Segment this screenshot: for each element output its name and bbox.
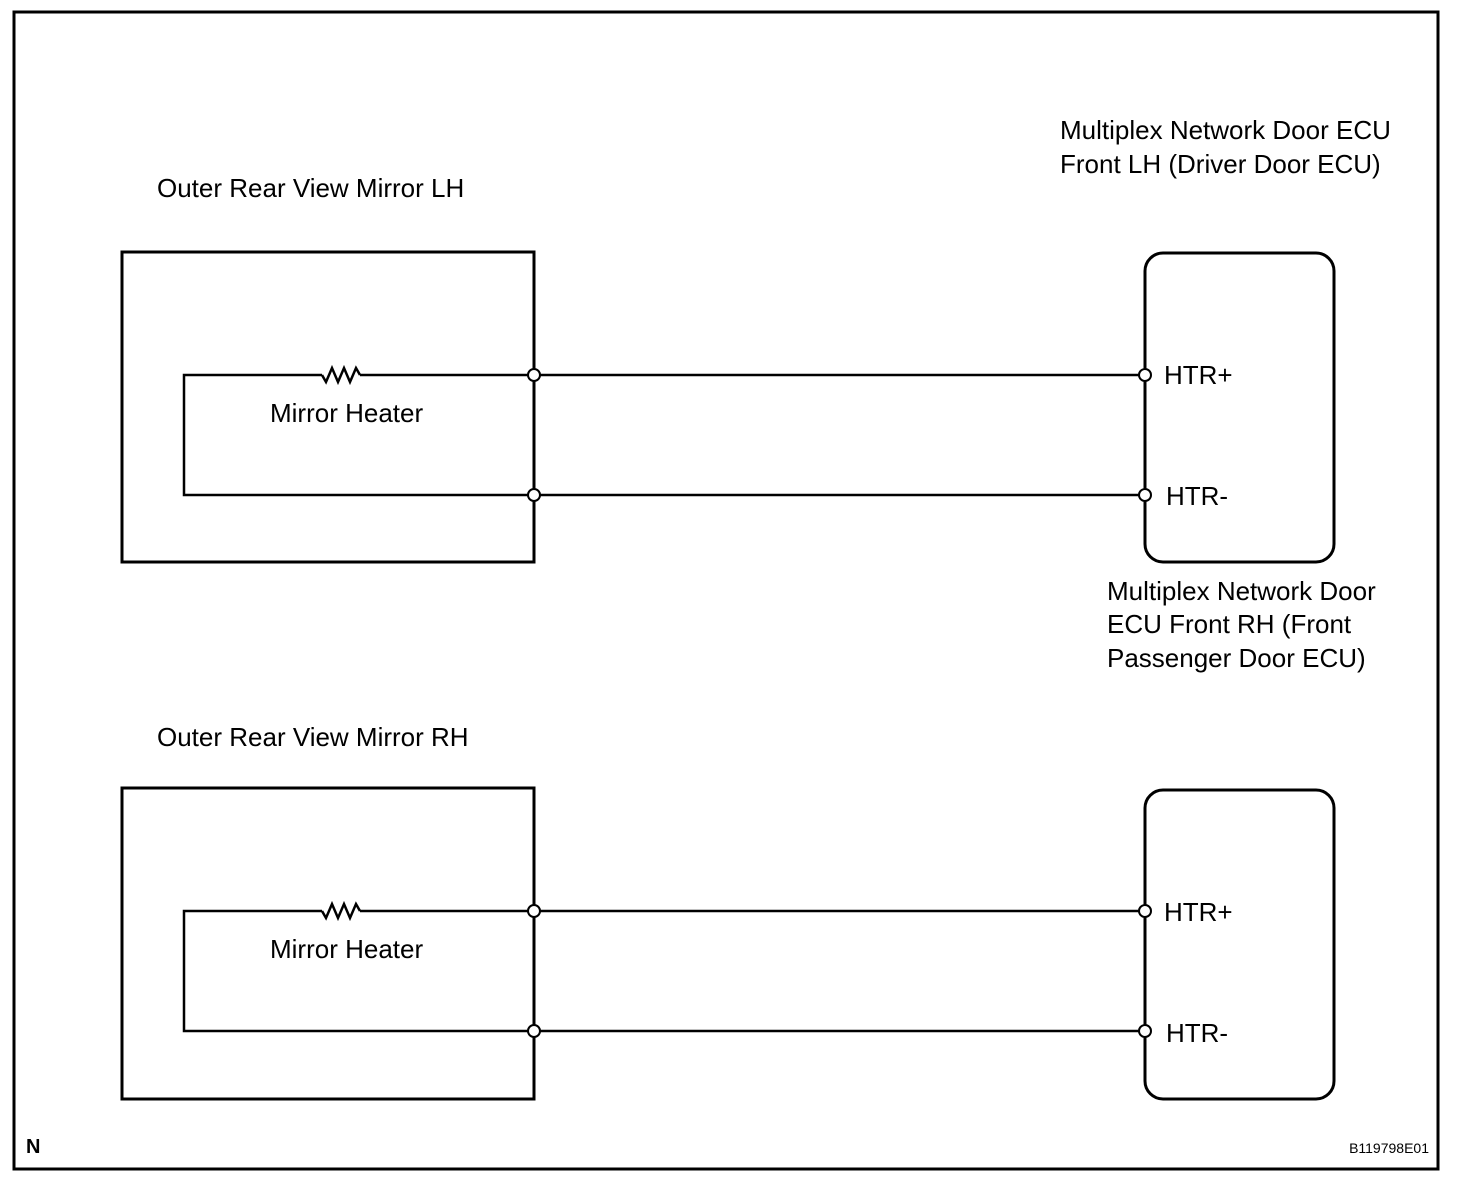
ecu-lh-htr-minus-label: HTR- [1166, 481, 1228, 511]
heater-rh-label: Mirror Heater [270, 934, 423, 964]
mirror-lh-terminal-minus [527, 488, 541, 502]
mirror-rh-title: Outer Rear View Mirror RH [157, 722, 469, 752]
ecu-lh-terminal-minus [1138, 488, 1152, 502]
ecu-lh-htr-plus-label: HTR+ [1164, 360, 1233, 390]
mirror-lh-box [120, 250, 536, 564]
ecu-rh-box [1143, 788, 1336, 1101]
heater-lh-label: Mirror Heater [270, 398, 423, 428]
heater-lh-loop-wire [182, 373, 534, 497]
ecu-rh-title-line1: Multiplex Network Door [1107, 576, 1376, 606]
heater-lh-resistor-icon [320, 364, 362, 386]
mirror-lh-terminal-plus [527, 368, 541, 382]
ecu-rh-htr-minus-label: HTR- [1166, 1018, 1228, 1048]
ecu-lh-box [1143, 251, 1336, 564]
ecu-lh-title-line1: Multiplex Network Door ECU [1060, 115, 1391, 145]
mirror-rh-terminal-plus [527, 904, 541, 918]
ecu-rh-terminal-plus [1138, 904, 1152, 918]
corner-letter: N [26, 1136, 40, 1158]
ecu-rh-title-line2: ECU Front RH (Front [1107, 609, 1352, 639]
mirror-rh-box [120, 786, 536, 1101]
ecu-lh-terminal-plus [1138, 368, 1152, 382]
ecu-lh-title-line2: Front LH (Driver Door ECU) [1060, 149, 1381, 179]
ecu-rh-title-line3: Passenger Door ECU) [1107, 643, 1366, 673]
heater-rh-resistor-icon [320, 900, 362, 922]
mirror-rh-terminal-minus [527, 1024, 541, 1038]
mirror-lh-title: Outer Rear View Mirror LH [157, 173, 464, 203]
diagram-frame [12, 10, 1440, 1171]
heater-rh-loop-wire [182, 909, 534, 1033]
ecu-rh-htr-plus-label: HTR+ [1164, 897, 1233, 927]
ecu-rh-terminal-minus [1138, 1024, 1152, 1038]
figure-code: B119798E01 [1349, 1140, 1429, 1156]
